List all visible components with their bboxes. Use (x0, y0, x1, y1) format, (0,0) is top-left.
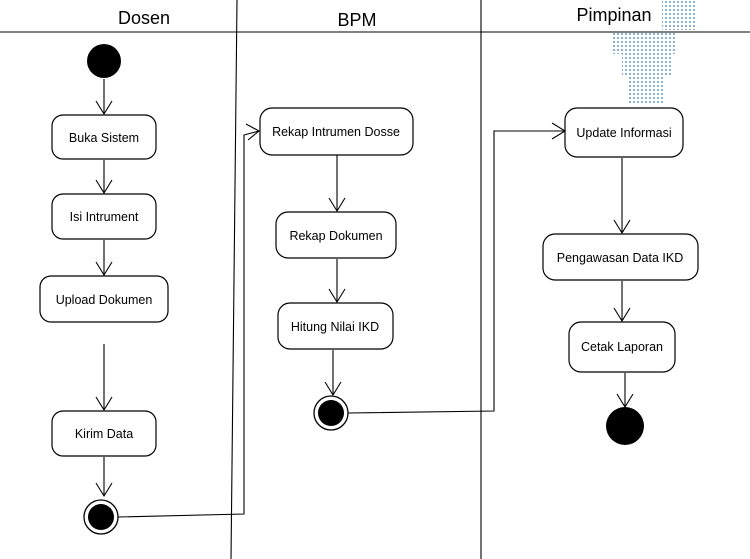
arrowhead-cetak (613, 307, 631, 323)
action-upload-dokumen: Upload Dokumen (39, 275, 169, 323)
action-label-update-informasi: Update Informasi (576, 126, 671, 140)
action-kirim-data: Kirim Data (51, 410, 157, 457)
lane-title-dosen: Dosen (118, 8, 170, 28)
action-label-pengawasan-data: Pengawasan Data IKD (557, 251, 683, 265)
action-isi-intrument: Isi Intrument (51, 193, 157, 240)
action-update-informasi: Update Informasi (564, 107, 684, 158)
action-label-upload-dokumen: Upload Dokumen (56, 293, 153, 307)
action-buka-sistem: Buka Sistem (51, 114, 157, 160)
action-cetak-laporan: Cetak Laporan (568, 321, 676, 373)
arrowhead-rekap-intrumen (245, 123, 260, 141)
flow-bpm-to-pimpinan (347, 130, 565, 414)
action-label-rekap-intrumen: Rekap Intrumen Dosse (272, 125, 400, 139)
action-label-kirim-data: Kirim Data (75, 427, 133, 441)
arrowhead-buka (95, 100, 113, 116)
action-rekap-dokumen: Rekap Dokumen (275, 211, 397, 259)
final-node-pimpinan (606, 407, 644, 445)
action-label-rekap-dokumen: Rekap Dokumen (289, 229, 382, 243)
arrowhead-hitung (328, 288, 346, 304)
arrowhead-kirim (95, 396, 113, 412)
action-label-buka-sistem: Buka Sistem (69, 131, 139, 145)
action-label-hitung-nilai: Hitung Nilai IKD (291, 320, 379, 334)
action-label-isi-intrument: Isi Intrument (70, 210, 139, 224)
activity-final-node-bpm (313, 395, 349, 431)
activity-final-node-dosen (83, 499, 119, 535)
flow-dosen-to-bpm (117, 130, 260, 518)
watermark-dots (612, 0, 696, 104)
arrowhead-bpm-end (324, 381, 342, 397)
initial-node (87, 44, 121, 78)
action-hitung-nilai: Hitung Nilai IKD (277, 302, 394, 350)
arrowhead-rekap-dokumen (328, 197, 346, 213)
action-label-cetak-laporan: Cetak Laporan (581, 340, 663, 354)
arrowhead-upload (95, 261, 113, 277)
lane-divider-1 (230, 0, 238, 559)
arrowhead-pengawasan (613, 219, 631, 235)
action-pengawasan-data: Pengawasan Data IKD (542, 233, 699, 281)
arrowhead-isi (95, 179, 113, 195)
lane-title-bpm: BPM (337, 10, 376, 30)
arrowhead-dosen-end (95, 482, 113, 498)
action-rekap-intrumen: Rekap Intrumen Dosse (259, 107, 414, 156)
lane-title-pimpinan: Pimpinan (576, 5, 651, 25)
